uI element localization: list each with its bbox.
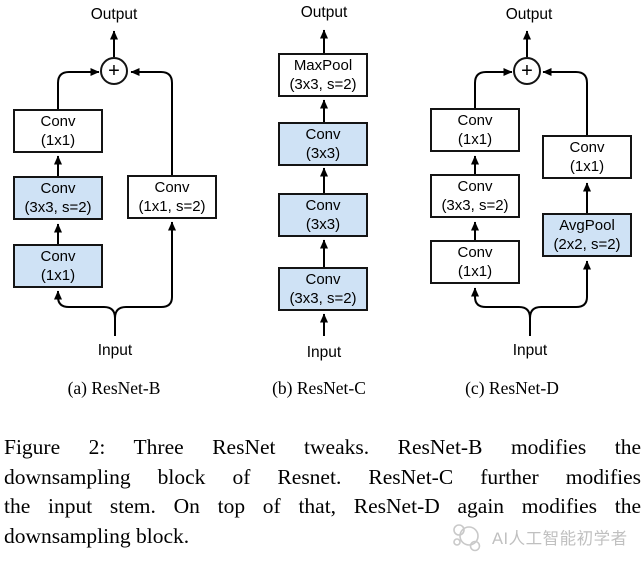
block-title: Conv (457, 244, 493, 261)
arrow (54, 290, 116, 319)
add-junction: + (100, 57, 128, 85)
block-params: (1x1) (457, 131, 493, 148)
arrow (542, 68, 588, 135)
subfigure-caption: (c) ResNet-D (465, 378, 559, 398)
figure-caption: Figure 2: Three ResNet tweaks. ResNet-B … (4, 433, 641, 551)
connectors-resnet-b (54, 30, 176, 336)
block-params: (1x1) (457, 263, 493, 280)
arrow (114, 221, 176, 319)
block-params: (1x1) (40, 267, 76, 284)
block-params: (3x3, s=2) (24, 199, 92, 216)
doodle-logo-icon (453, 524, 481, 552)
block-title: Conv (305, 126, 341, 143)
block-title: Conv (305, 197, 341, 214)
conv-block: Conv (1x1) (13, 109, 103, 153)
caption-line: downsampling block. (4, 523, 190, 548)
connectors-resnet-d (471, 30, 591, 336)
conv-block: Conv (3x3, s=2) (278, 267, 368, 311)
subfigure-caption: (b) ResNet-C (272, 378, 366, 398)
arrow (471, 287, 531, 319)
add-junction: + (513, 57, 541, 85)
block-title: Conv (154, 179, 190, 196)
conv-block: Conv (3x3) (278, 122, 368, 166)
block-params: (3x3, s=2) (289, 76, 357, 93)
caption-line: downsampling block of Resnet. ResNet-C f… (4, 464, 641, 489)
block-params: (3x3) (305, 145, 341, 162)
conv-block: Conv (1x1) (430, 240, 520, 284)
block-title: Conv (40, 248, 76, 265)
block-title: Conv (569, 139, 605, 156)
conv-block: Conv (1x1, s=2) (127, 175, 217, 219)
block-title: Conv (457, 178, 493, 195)
block-title: MaxPool (293, 57, 353, 74)
block-params: (1x1, s=2) (138, 198, 206, 215)
block-title: Conv (457, 112, 493, 129)
input-label: Input (97, 342, 133, 359)
block-params: (2x2, s=2) (553, 236, 621, 253)
subfigure-caption: (a) ResNet-B (67, 378, 161, 398)
input-label: Input (512, 342, 548, 359)
block-params: (3x3) (305, 216, 341, 233)
caption-line: Figure 2: Three ResNet tweaks. ResNet-B … (4, 435, 641, 459)
block-params: (3x3, s=2) (441, 197, 509, 214)
arrow (474, 68, 513, 108)
arrow (57, 68, 100, 109)
arrow (130, 68, 173, 175)
watermark: AI人工智能初学者 (449, 521, 628, 553)
conv-block: Conv (1x1) (430, 108, 520, 152)
output-label: Output (300, 4, 348, 21)
conv-block: Conv (3x3) (278, 193, 368, 237)
maxpool-block: MaxPool (3x3, s=2) (278, 53, 368, 97)
conv-block: Conv (3x3, s=2) (430, 174, 520, 218)
output-label: Output (505, 6, 553, 23)
block-title: Conv (40, 113, 76, 130)
watermark-text: AI人工智能初学者 (492, 530, 628, 548)
block-params: (1x1) (569, 158, 605, 175)
block-title: Conv (305, 271, 341, 288)
block-params: (1x1) (40, 132, 76, 149)
plus-icon: + (108, 59, 120, 82)
conv-block: Conv (3x3, s=2) (13, 176, 103, 220)
conv-block: Conv (1x1) (542, 135, 632, 179)
arrow (529, 260, 591, 319)
conv-block: Conv (1x1) (13, 244, 103, 288)
plus-icon: + (521, 59, 533, 82)
block-title: AvgPool (559, 217, 615, 234)
block-params: (3x3, s=2) (289, 290, 357, 307)
diagram-connectors (54, 29, 591, 336)
caption-line: the input stem. On top of that, ResNet-D… (4, 494, 641, 518)
avgpool-block: AvgPool (2x2, s=2) (542, 213, 632, 257)
input-label: Input (306, 344, 342, 361)
block-title: Conv (40, 180, 76, 197)
output-label: Output (90, 6, 138, 23)
